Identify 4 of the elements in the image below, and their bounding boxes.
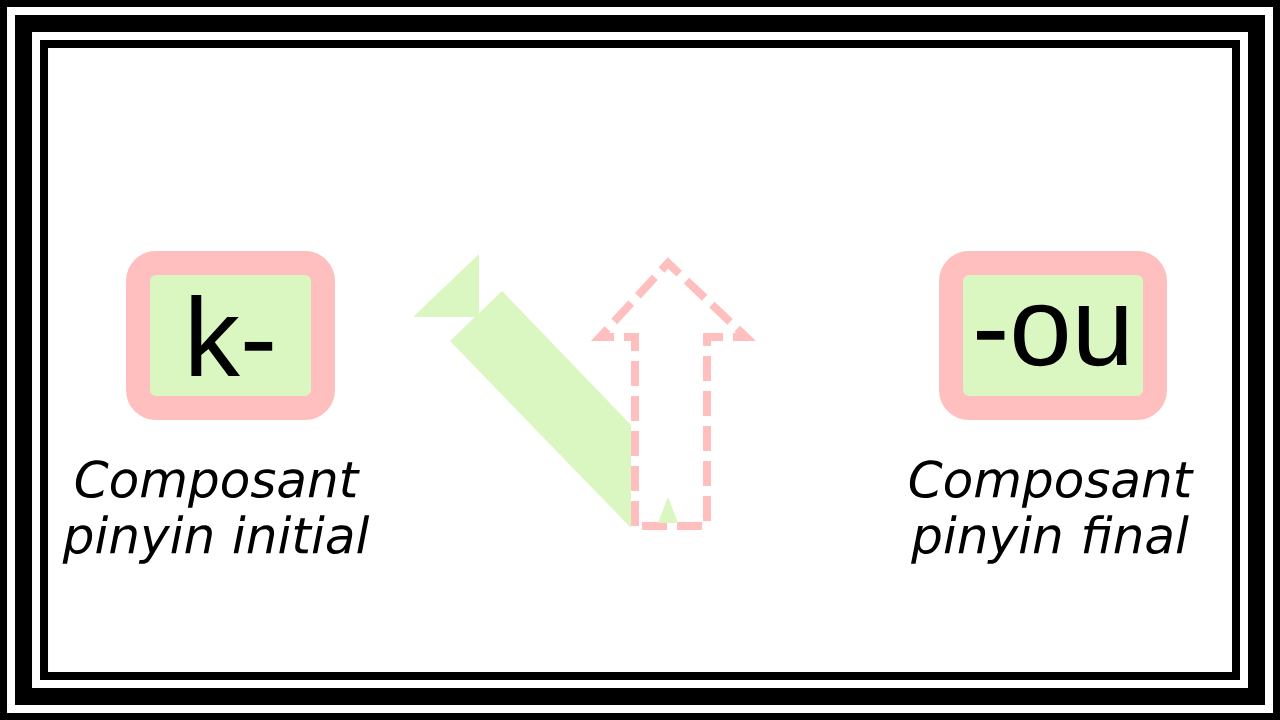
label-box: -ou (939, 251, 1167, 420)
caption-text: Composant pinyin initial (62, 460, 370, 564)
caption-text: Composant pinyin final (909, 460, 1194, 564)
label-box: k- (126, 251, 335, 420)
